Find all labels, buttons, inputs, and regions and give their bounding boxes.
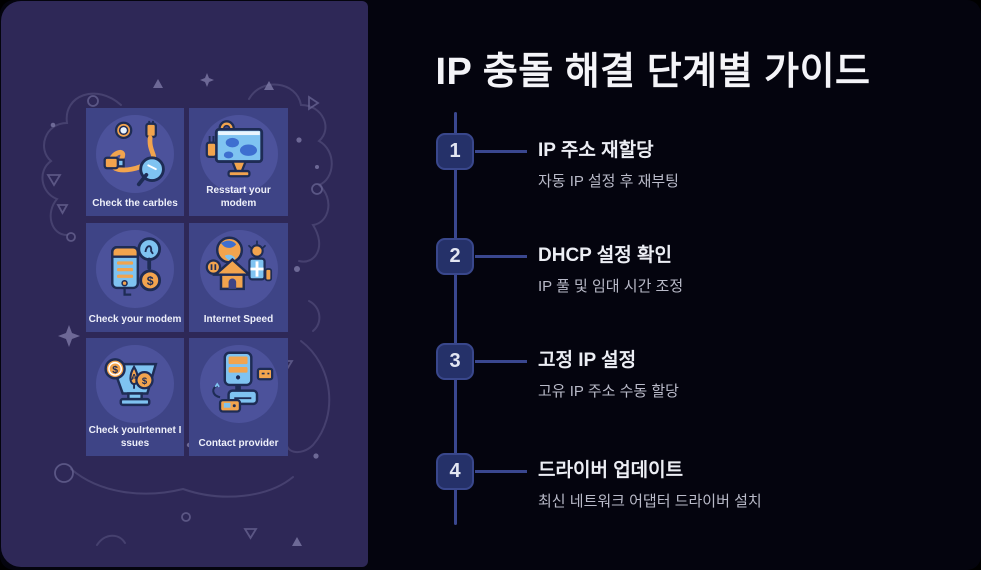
svg-text:$: $ xyxy=(112,365,118,376)
step-title: 고정 IP 설정 xyxy=(538,350,637,371)
tile-caption: Internet Speed xyxy=(203,313,274,325)
tile-internet-speed: Internet Speed xyxy=(189,223,288,332)
step-number-badge: 1 xyxy=(436,133,474,170)
step-number-badge: 2 xyxy=(436,238,474,275)
tile-caption: Check the carbles xyxy=(92,197,178,209)
tile-caption: Check youIrtennet I ssues xyxy=(88,425,182,449)
background-doodles xyxy=(41,73,333,546)
step-title: IP 주소 재할당 xyxy=(538,140,654,161)
tile-caption: Resstart your modem xyxy=(206,185,271,209)
tile-check-internet-issues: $ A $ Check youIrtennet I ssues xyxy=(86,338,184,456)
monitor-gear-icon xyxy=(205,120,263,178)
step-number-badge: 3 xyxy=(436,343,474,380)
step-connector xyxy=(475,150,527,153)
globe-house-speed-icon xyxy=(205,236,272,291)
step-title: DHCP 설정 확인 xyxy=(538,245,672,266)
tile-contact-provider: Contact provider xyxy=(189,338,288,456)
tile-icon-circle xyxy=(96,115,174,193)
cable-magnifier-icon xyxy=(103,120,165,187)
basket-coins-icon: $ A $ xyxy=(104,358,158,407)
illustration-panel: Check the carbles xyxy=(1,1,368,567)
modem-magnifier-icon: $ xyxy=(111,237,162,296)
computer-modem-icon xyxy=(211,351,273,413)
step-connector xyxy=(475,470,527,473)
step-connector xyxy=(475,360,527,363)
step-description: IP 풀 및 임대 시간 조정 xyxy=(538,278,684,295)
tile-check-modem: $ Check your modem xyxy=(86,223,184,332)
step-description: 고유 IP 주소 수동 할당 xyxy=(538,383,679,400)
tile-icon-circle: $ A $ xyxy=(96,345,174,423)
tile-icon-circle xyxy=(199,115,278,193)
step-connector xyxy=(475,255,527,258)
tile-caption: Contact provider xyxy=(198,437,279,449)
page-title: IP 충돌 해결 단계별 가이드 xyxy=(435,51,871,93)
svg-text:$: $ xyxy=(142,376,148,387)
tile-check-cables: Check the carbles xyxy=(86,108,184,216)
svg-text:$: $ xyxy=(147,274,154,288)
svg-text:A: A xyxy=(131,372,137,382)
tile-icon-circle xyxy=(199,345,278,423)
tile-icon-circle xyxy=(199,230,278,308)
step-title: 드라이버 업데이트 xyxy=(538,460,684,481)
tile-icon-circle: $ xyxy=(96,230,174,308)
step-description: 자동 IP 설정 후 재부팅 xyxy=(538,173,679,190)
step-description: 최신 네트워크 어댑터 드라이버 설치 xyxy=(538,493,762,510)
step-number-badge: 4 xyxy=(436,453,474,490)
tile-restart-modem: Resstart your modem xyxy=(189,108,288,216)
timeline-line xyxy=(454,112,457,525)
tile-caption: Check your modem xyxy=(88,313,182,325)
